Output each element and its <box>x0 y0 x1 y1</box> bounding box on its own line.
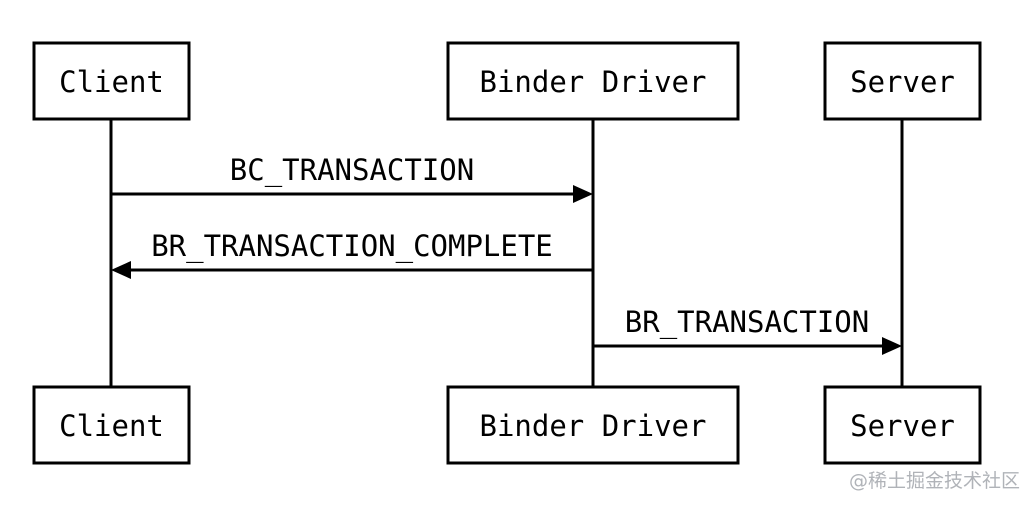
message-br-transaction-complete-label: BR_TRANSACTION_COMPLETE <box>151 229 553 264</box>
participant-client-top: Client <box>32 41 191 121</box>
message-bc-transaction-label: BC_TRANSACTION <box>230 153 474 188</box>
participant-binder-top: Binder Driver <box>446 41 740 121</box>
participant-binder-bottom: Binder Driver <box>446 385 740 465</box>
participant-client-bottom-label: Client <box>59 409 164 443</box>
participant-binder-top-label: Binder Driver <box>480 65 707 99</box>
arrowhead-right-icon <box>573 185 593 203</box>
message-br-transaction: BR_TRANSACTION <box>593 305 902 355</box>
participant-client-bottom: Client <box>32 385 191 465</box>
message-br-transaction-label: BR_TRANSACTION <box>625 305 869 340</box>
participant-binder-bottom-label: Binder Driver <box>480 409 707 443</box>
participant-server-bottom: Server <box>823 385 982 465</box>
participant-server-top: Server <box>823 41 982 121</box>
arrowhead-left-icon <box>111 261 131 279</box>
participant-server-top-label: Server <box>850 65 955 99</box>
watermark: @稀土掘金技术社区 <box>848 470 1020 492</box>
participant-server-bottom-label: Server <box>850 409 955 443</box>
arrowhead-right-icon <box>882 337 902 355</box>
message-br-transaction-complete: BR_TRANSACTION_COMPLETE <box>111 229 593 279</box>
participant-client-top-label: Client <box>59 65 164 99</box>
message-bc-transaction: BC_TRANSACTION <box>111 153 593 203</box>
